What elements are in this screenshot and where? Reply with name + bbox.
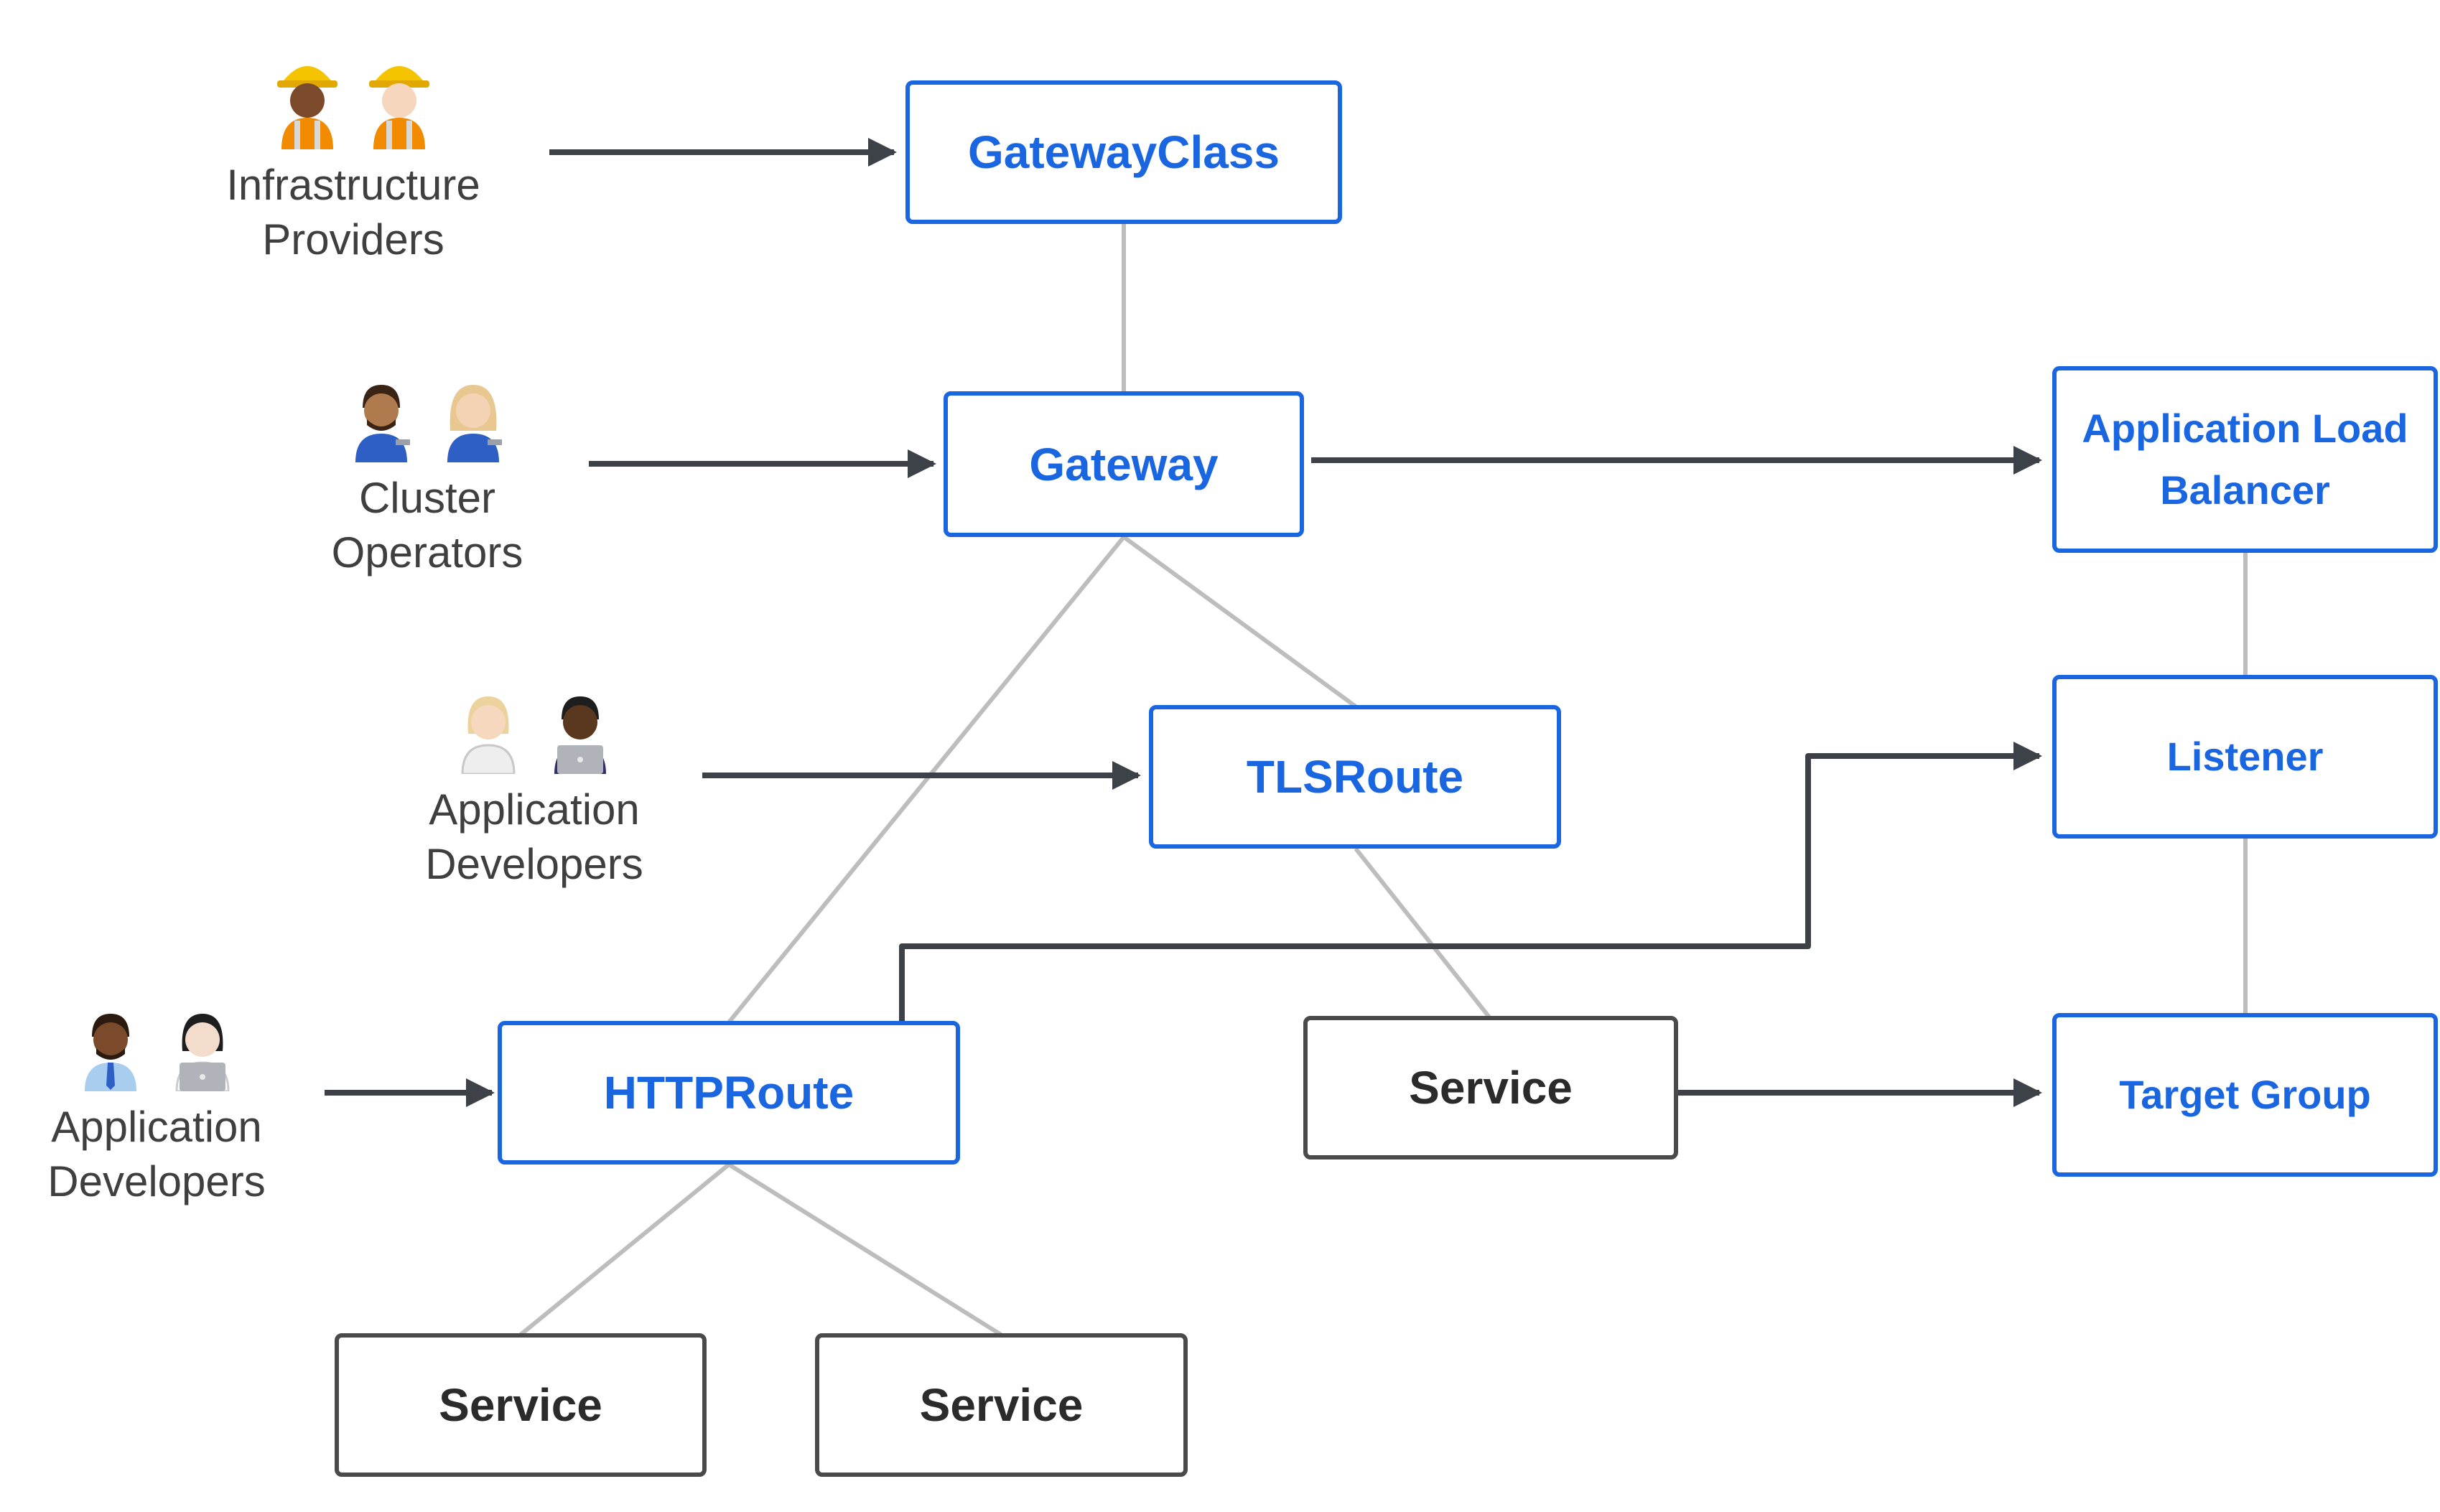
persona-application-developers-tls: Application Developers [383,676,685,892]
construction-worker-icon [277,66,337,149]
node-application-load-balancer[interactable]: Application Load Balancer [2052,366,2438,553]
node-httproute[interactable]: HTTPRoute [498,1021,960,1165]
node-label: Service [919,1379,1084,1431]
node-label: Target Group [2119,1072,2371,1117]
node-service-http-left[interactable]: Service [335,1333,707,1477]
technologist-icon [554,696,606,774]
node-label: Listener [2166,734,2324,779]
office-worker-icon [85,1014,136,1091]
node-label: GatewayClass [967,126,1280,178]
persona-label: Application Developers [425,785,643,888]
mechanic-icon [276,365,578,462]
edge-gateway-tlsroute [1122,535,1357,709]
node-target-group[interactable]: Target Group [2052,1013,2438,1177]
persona-cluster-operators: Cluster Operators [276,365,578,580]
node-label: Application Load Balancer [2082,406,2408,513]
node-listener[interactable]: Listener [2052,675,2438,839]
persona-application-developers-http: Application Developers [6,994,307,1209]
persona-label: Cluster Operators [331,474,523,577]
node-tlsroute[interactable]: TLSRoute [1149,705,1561,849]
edge-httproute-service-right [727,1162,1002,1337]
scientist-icon [461,696,516,774]
node-label: Service [439,1379,602,1431]
node-label: TLSRoute [1246,751,1464,803]
node-gateway[interactable]: Gateway [944,391,1304,537]
mechanic-icon [447,385,502,462]
node-gatewayclass[interactable]: GatewayClass [905,80,1342,224]
persona-label: Infrastructure Providers [226,161,480,263]
edge-tlsroute-service [1354,847,1492,1019]
node-label: Service [1409,1062,1573,1114]
edge-httproute-service-left [519,1162,730,1337]
edge-gateway-httproute [727,536,1126,1024]
node-label: Gateway [1029,438,1219,490]
persona-infrastructure-providers: Infrastructure Providers [202,52,504,267]
technologist-icon [383,676,685,774]
node-label: HTTPRoute [603,1067,855,1119]
technologist-icon [175,1014,230,1091]
node-service-http-right[interactable]: Service [815,1333,1188,1477]
arrow-httproute-to-listener [899,742,2042,1022]
construction-worker-icon [202,52,504,149]
persona-label: Application Developers [47,1103,266,1205]
technologist-icon [6,994,307,1091]
construction-worker-icon [369,66,429,149]
mechanic-icon [355,385,410,462]
node-service-tls[interactable]: Service [1303,1016,1678,1159]
